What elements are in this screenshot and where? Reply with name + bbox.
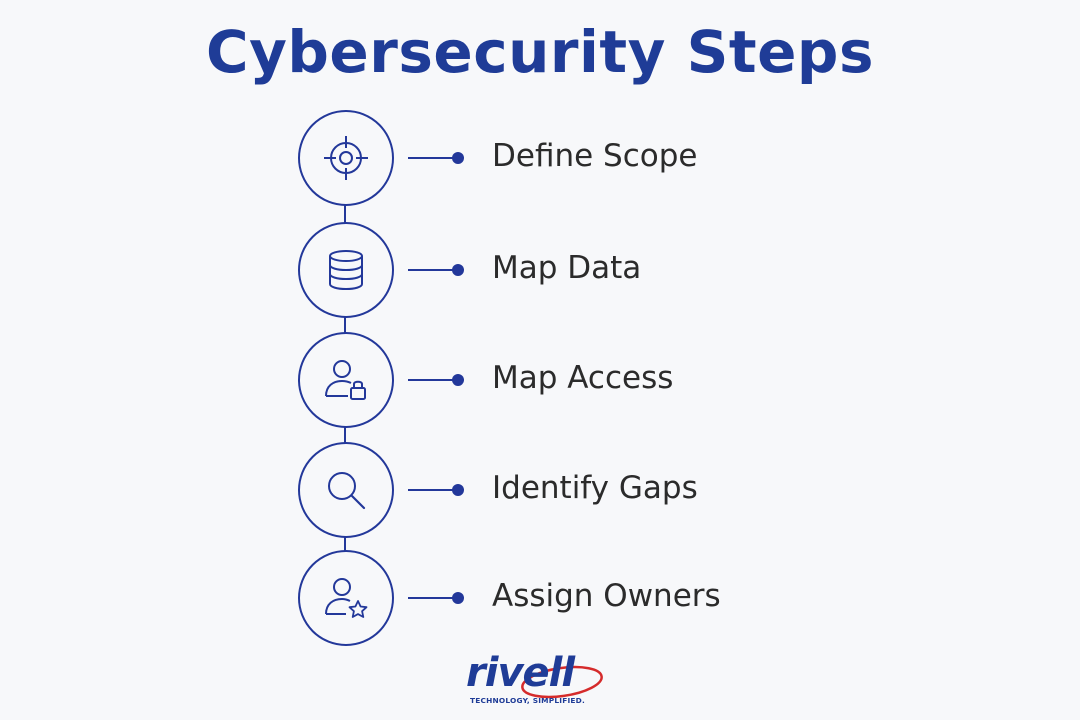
step-label: Map Access xyxy=(492,360,674,396)
page-title: Cybersecurity Steps xyxy=(206,18,874,86)
step-assign-owners: Assign Owners xyxy=(298,550,738,646)
step-icon-circle xyxy=(298,442,394,538)
step-label: Identify Gaps xyxy=(492,470,698,506)
logo-swoosh-icon xyxy=(521,665,603,699)
step-connector xyxy=(408,269,458,271)
database-icon xyxy=(329,250,363,291)
step-connector xyxy=(408,157,458,159)
logo-tagline: TECHNOLOGY, SIMPLIFIED. xyxy=(470,696,585,705)
step-dot xyxy=(452,152,464,164)
step-icon-circle xyxy=(298,222,394,318)
step-identify-gaps: Identify Gaps xyxy=(298,442,738,538)
step-label: Map Data xyxy=(492,250,642,286)
step-label: Define Scope xyxy=(492,138,698,174)
step-define-scope: Define Scope xyxy=(298,110,738,206)
step-dot xyxy=(452,374,464,386)
step-dot xyxy=(452,592,464,604)
user-star-icon xyxy=(325,578,368,618)
step-connector xyxy=(408,489,458,491)
step-map-access: Map Access xyxy=(298,332,738,428)
step-connector xyxy=(408,379,458,381)
step-dot xyxy=(452,264,464,276)
target-crosshair-icon xyxy=(324,136,368,180)
step-label: Assign Owners xyxy=(492,578,721,614)
step-icon-circle xyxy=(298,550,394,646)
step-map-data: Map Data xyxy=(298,222,738,318)
step-dot xyxy=(452,484,464,496)
user-lock-icon xyxy=(325,360,366,400)
step-icon-circle xyxy=(298,332,394,428)
logo-wordmark: rivell xyxy=(466,650,575,696)
magnifier-icon xyxy=(328,472,366,510)
brand-logo: rivell TECHNOLOGY, SIMPLIFIED. xyxy=(466,650,612,710)
step-connector xyxy=(408,597,458,599)
step-icon-circle xyxy=(298,110,394,206)
